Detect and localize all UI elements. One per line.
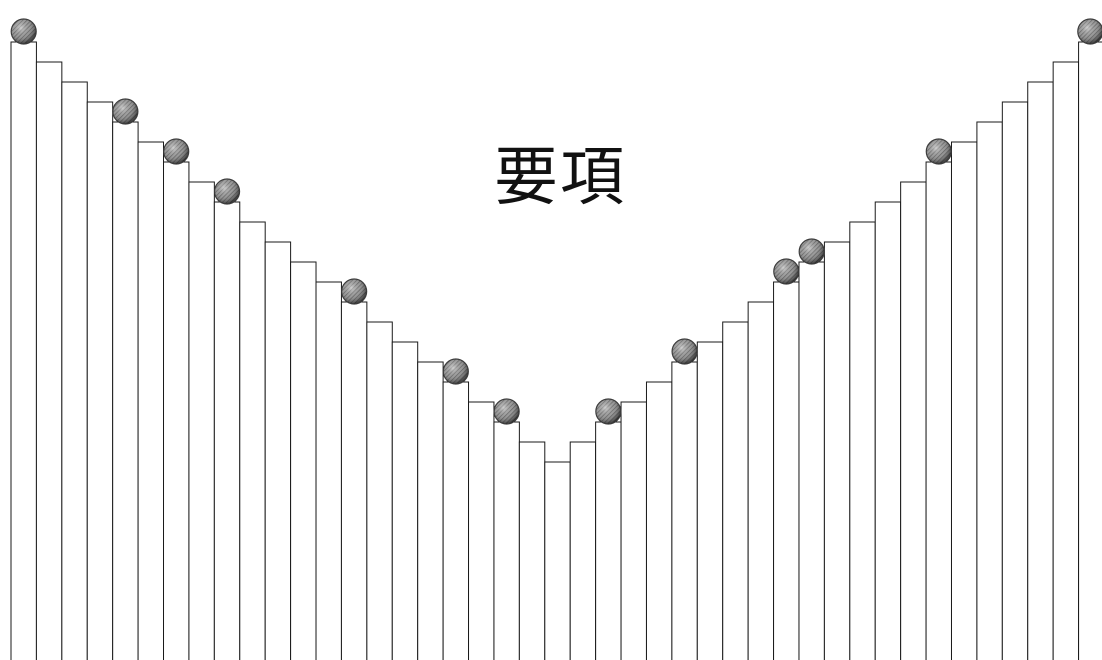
bar [620,401,647,660]
ball [493,398,520,425]
bar [86,101,114,660]
ball [1077,18,1102,45]
bar [569,441,597,660]
bar [874,201,902,660]
bar [366,321,393,660]
bar [1027,81,1054,660]
bar [1078,41,1102,660]
ball [671,338,698,365]
bar [493,421,520,660]
ball [163,138,190,165]
bar [773,281,800,660]
bar [315,281,342,660]
bar [950,141,978,660]
bar [290,261,317,660]
page-title: 要項 [494,141,626,215]
balls-group [10,18,1102,425]
bar [10,41,37,660]
bar [264,241,292,660]
bar [239,221,266,660]
ball [925,138,952,165]
bar [112,121,139,660]
bar [468,401,495,660]
bar [137,141,165,660]
bar [722,321,749,660]
bar [1001,101,1029,660]
bar [696,341,724,660]
ball [213,178,241,205]
bar [849,221,876,660]
bar [35,61,63,660]
bar [1052,61,1080,660]
bar [188,181,215,660]
ball [112,98,139,125]
bar [671,361,698,660]
bar [900,181,927,660]
bar [976,121,1003,660]
bars-group [10,41,1102,660]
bar [61,81,88,660]
bar [544,461,571,660]
bar [823,241,851,660]
bar [213,201,241,660]
bar [645,381,673,660]
bar [518,441,546,660]
bar [595,421,622,660]
bar [747,301,775,660]
ball [341,278,368,305]
ball [798,238,825,265]
bar [391,341,419,660]
bar [163,161,190,660]
bar [442,381,470,660]
ball [442,358,469,385]
bar [417,361,444,660]
bar [798,261,825,660]
ball [595,398,622,425]
bar [925,161,952,660]
ball [773,258,800,285]
ball [10,18,37,45]
bar [340,301,368,660]
